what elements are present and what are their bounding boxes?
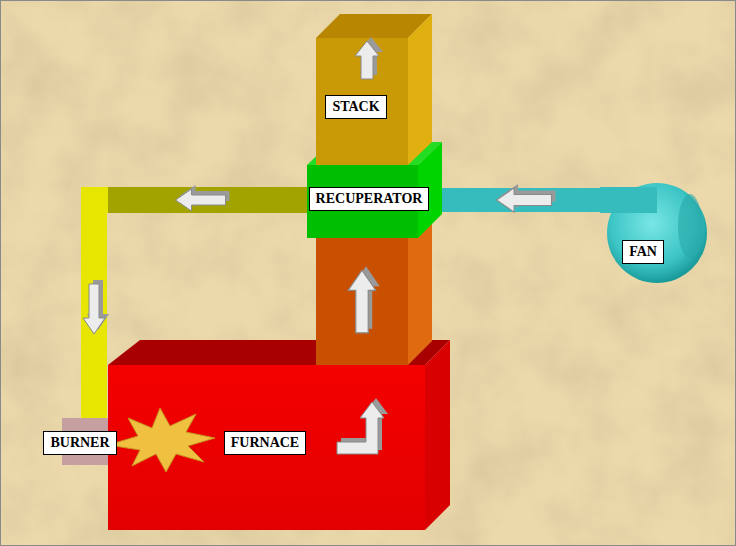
arrow-face — [83, 284, 105, 334]
flow-arrow — [497, 184, 556, 212]
part-label: BURNER — [43, 431, 116, 455]
stack-side-face — [408, 14, 432, 165]
flue-duct — [316, 238, 408, 365]
furnace-side-face — [425, 340, 450, 530]
arrow-face — [348, 270, 376, 333]
flow-arrow — [83, 280, 109, 334]
fan-outlet — [600, 187, 657, 213]
stack-box: STACK — [316, 38, 408, 165]
flow-arrow — [355, 37, 383, 79]
hot-air-duct — [94, 200, 307, 418]
part-label: STACK — [325, 95, 386, 119]
flow-arrow — [337, 398, 388, 454]
fan-scroll-shade — [678, 194, 702, 258]
burner-box: BURNER — [36, 418, 123, 465]
part-label: FURNACE — [224, 431, 306, 455]
arrow-face — [176, 189, 226, 211]
part-label: FAN — [622, 240, 664, 264]
flame — [108, 408, 215, 472]
part-label: RECUPERATOR — [309, 187, 430, 211]
flow-arrow — [176, 185, 230, 211]
fan-box: FAN — [606, 182, 706, 282]
stack-front-face — [316, 38, 408, 165]
furnace-front-face — [108, 365, 425, 530]
recuperator-box: RECUPERATOR — [307, 165, 442, 238]
arrow-face — [337, 402, 384, 454]
arrow-face — [355, 41, 379, 79]
arrow-face — [497, 188, 552, 212]
flow-arrow — [348, 266, 380, 333]
furnace-box: FURNACE — [108, 365, 425, 530]
